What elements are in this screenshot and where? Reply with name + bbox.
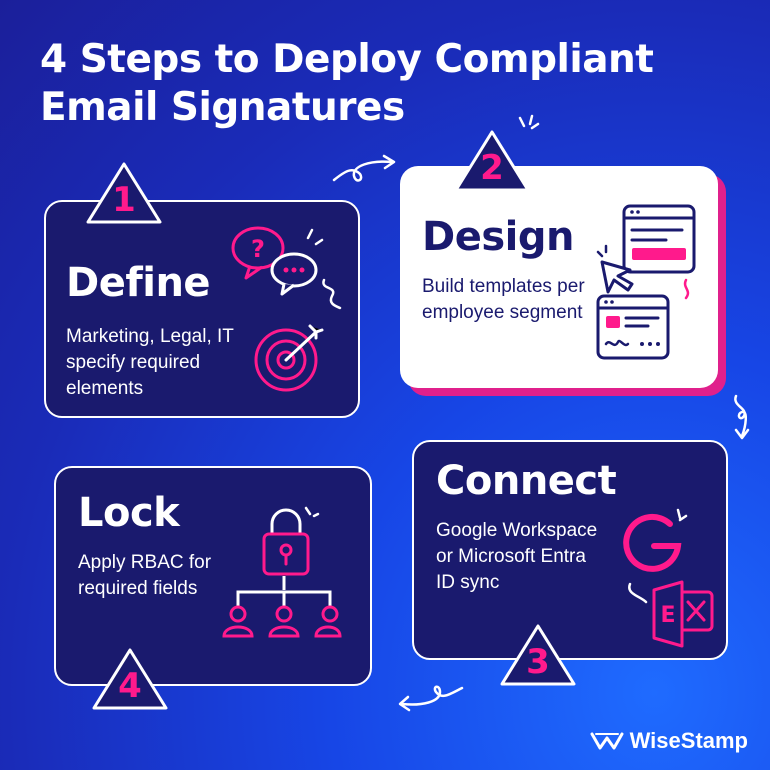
brand-name: WiseStamp xyxy=(629,728,748,753)
step-number-badge-3: 3 xyxy=(498,622,578,688)
arrow-2-to-3-icon xyxy=(734,394,750,440)
step-number: 2 xyxy=(480,148,504,188)
arrow-3-to-4-icon xyxy=(398,685,464,712)
step-number-badge-4: 4 xyxy=(90,646,170,712)
page-title: 4 Steps to Deploy Compliant Email Signat… xyxy=(40,37,654,130)
step-heading: Lock xyxy=(78,490,180,536)
step-heading: Design xyxy=(422,214,574,260)
svg-text:E: E xyxy=(660,603,675,628)
wisestamp-logo-icon xyxy=(590,732,624,750)
step-number-badge-2: 2 xyxy=(452,128,532,194)
google-icon xyxy=(623,508,688,572)
step-card-design: Design Build templates per employee segm… xyxy=(400,166,718,388)
step-number: 4 xyxy=(118,666,142,706)
step-card-lock: Lock Apply RBAC for required fields xyxy=(54,466,372,686)
speech-bubbles-icon: ? xyxy=(231,226,324,296)
exchange-icon: E xyxy=(628,580,714,648)
cursor-icon xyxy=(600,260,634,294)
step-description: Google Workspace or Microsoft Entra ID s… xyxy=(436,520,598,593)
step-heading: Connect xyxy=(436,458,617,504)
brand-logo: WiseStamp xyxy=(590,728,748,754)
sparkle-icon xyxy=(518,114,540,130)
step-card-connect: Connect Google Workspace or Microsoft En… xyxy=(412,440,728,660)
org-chart-icon xyxy=(222,576,342,638)
step-description: Marketing, Legal, IT specify required el… xyxy=(66,326,234,399)
squiggle-icon xyxy=(322,278,342,310)
step-heading: Define xyxy=(66,260,211,306)
step-number: 3 xyxy=(526,642,550,682)
target-icon xyxy=(254,324,324,392)
svg-text:?: ? xyxy=(251,235,265,263)
step-card-define: Define Marketing, Legal, IT specify requ… xyxy=(44,200,360,418)
step-description: Apply RBAC for required fields xyxy=(78,552,212,599)
step-number-badge-1: 1 xyxy=(84,160,164,226)
step-description: Build templates per employee segment xyxy=(422,276,585,323)
step-number: 1 xyxy=(112,180,136,220)
padlock-icon xyxy=(262,506,320,576)
browser-window-icon xyxy=(596,204,696,360)
arrow-1-to-2-icon xyxy=(332,154,396,182)
